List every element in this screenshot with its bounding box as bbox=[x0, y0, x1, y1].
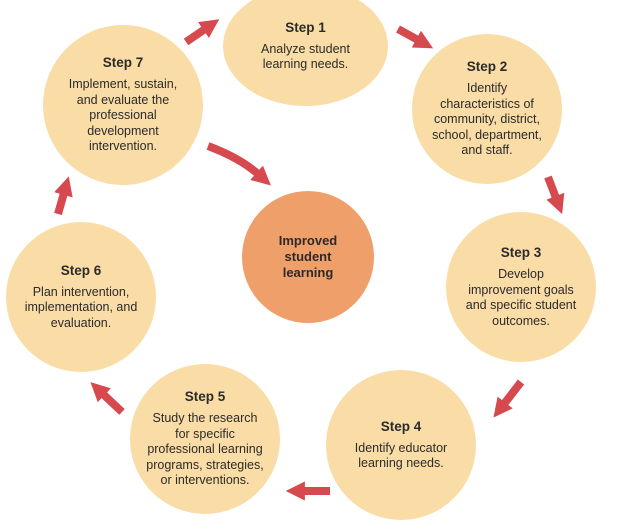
step-4-title: Step 4 bbox=[380, 418, 422, 434]
step-6-circle: Step 6 Plan intervention, implementation… bbox=[6, 222, 156, 372]
step-3-text: Develop improvement goals and specific s… bbox=[465, 267, 577, 328]
arrow-step1-to-step2 bbox=[396, 25, 434, 49]
step-4-text: Identify educator learning needs. bbox=[354, 440, 448, 471]
arrow-step6-to-step7 bbox=[54, 176, 73, 216]
step-3-circle: Step 3 Develop improvement goals and spe… bbox=[446, 212, 596, 362]
step-7-title: Step 7 bbox=[102, 55, 144, 71]
step-7-text: Implement, sustain, and evaluate the pro… bbox=[68, 77, 178, 154]
arrow-step2-to-step3 bbox=[544, 175, 565, 215]
arrow-step7-to-center bbox=[206, 142, 271, 186]
step-7-circle: Step 7 Implement, sustain, and evaluate … bbox=[43, 25, 203, 185]
center-circle: Improved student learning bbox=[242, 191, 374, 323]
step-1-circle: Step 1 Analyze student learning needs. bbox=[223, 0, 388, 106]
step-2-circle: Step 2 Identify characteristics of commu… bbox=[412, 34, 562, 184]
step-5-text: Study the research for specific professi… bbox=[146, 411, 264, 488]
step-6-title: Step 6 bbox=[60, 262, 102, 278]
step-1-title: Step 1 bbox=[285, 19, 326, 35]
arrow-step5-to-step6 bbox=[90, 382, 125, 415]
arrow-step7-to-step1 bbox=[183, 19, 220, 46]
center-label: Improved student learning bbox=[278, 233, 338, 280]
step-4-circle: Step 4 Identify educator learning needs. bbox=[326, 370, 476, 520]
step-2-text: Identify characteristics of community, d… bbox=[432, 81, 542, 158]
step-3-title: Step 3 bbox=[500, 245, 542, 260]
step-2-title: Step 2 bbox=[466, 59, 508, 75]
step-6-text: Plan intervention, implementation, and e… bbox=[24, 284, 138, 330]
step-1-text: Analyze student learning needs. bbox=[261, 41, 350, 72]
step-5-circle: Step 5 Study the research for specific p… bbox=[130, 364, 280, 514]
arrow-step3-to-step4 bbox=[493, 379, 525, 418]
step-5-title: Step 5 bbox=[184, 389, 226, 405]
